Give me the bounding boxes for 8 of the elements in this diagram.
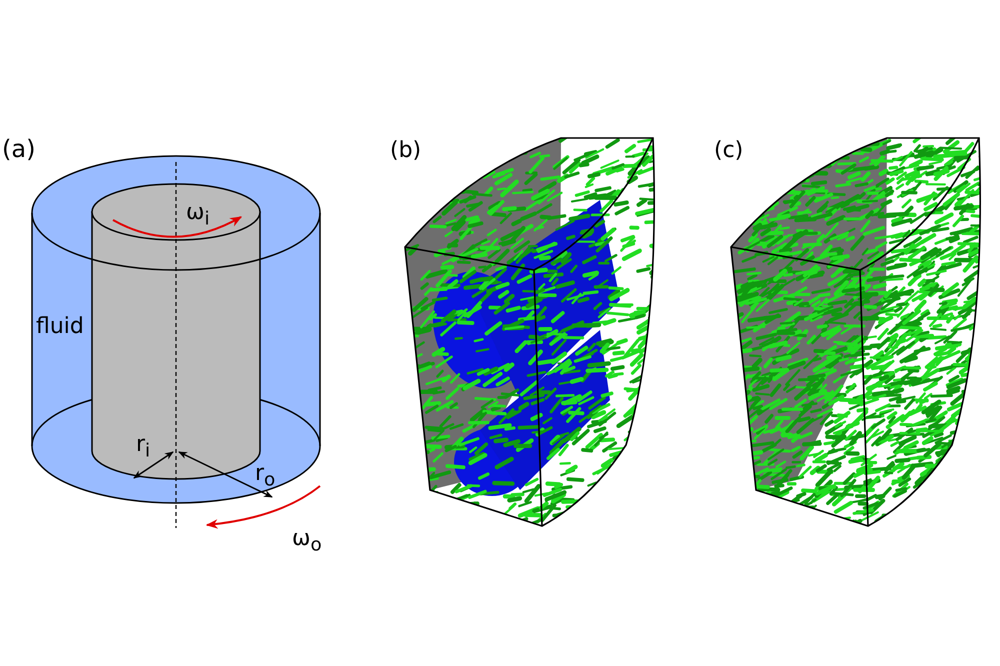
region-label: fluid <box>36 316 84 338</box>
panel-label: (b) <box>390 140 422 162</box>
radius-label: r$_{i}$ <box>136 434 150 461</box>
panel-label: (c) <box>714 140 744 162</box>
panel-label: (a) <box>2 137 36 161</box>
radius-label: r$_{o}$ <box>255 463 276 490</box>
rotation-label: ω$_{o}$ <box>292 528 322 555</box>
rotation-label: ω$_{i}$ <box>186 202 210 229</box>
